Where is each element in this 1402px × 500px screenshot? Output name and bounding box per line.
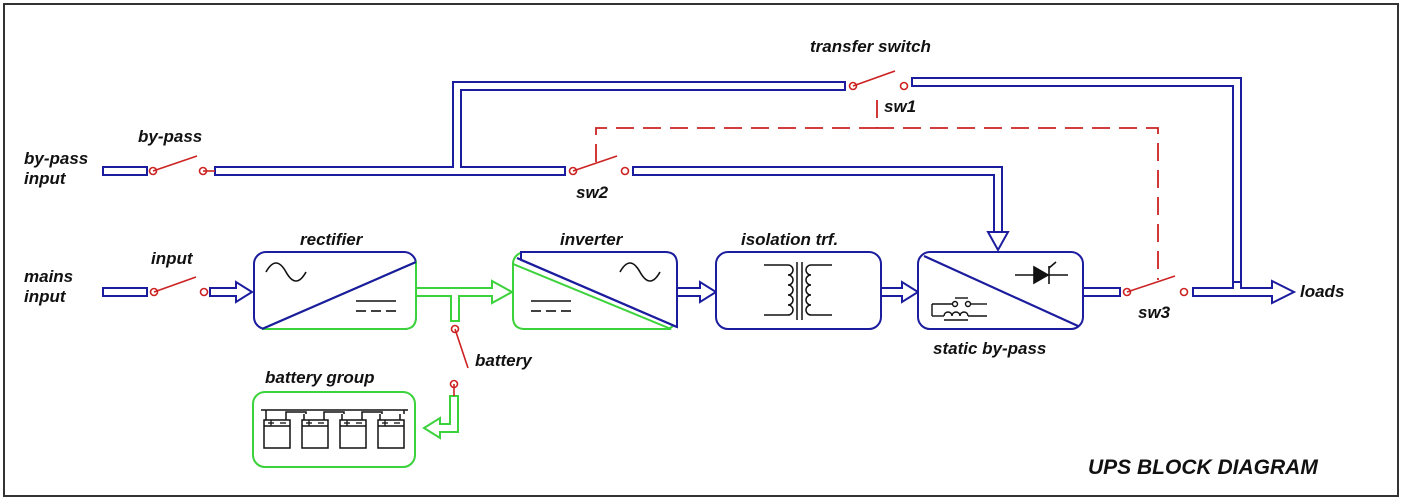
isolation-label: isolation trf.	[741, 230, 838, 249]
dc-symbol-icon	[356, 300, 396, 312]
static-switch-icon	[931, 297, 987, 321]
isolation-transformer-block[interactable]	[715, 251, 882, 330]
bypass-switch[interactable]	[148, 155, 216, 176]
bypass-input-label-line1: by-pass	[24, 149, 88, 168]
mains-input-conductor	[102, 287, 148, 297]
diagram-title: UPS BLOCK DIAGRAM	[1088, 456, 1318, 479]
bypass-input-conductor	[102, 166, 148, 176]
inverter-to-isolation	[676, 280, 718, 304]
dc-bus	[415, 279, 515, 440]
sw3-switch[interactable]	[1122, 275, 1189, 297]
battery-group-block[interactable]	[252, 391, 416, 468]
bypass-input-label-line2: input	[24, 169, 67, 188]
loads-label: loads	[1300, 282, 1344, 301]
dc-symbol-icon	[531, 300, 571, 312]
inverter-block[interactable]	[512, 251, 678, 330]
sw2-label: sw2	[576, 183, 609, 202]
rectifier-block[interactable]	[253, 251, 417, 331]
thyristor-icon	[1015, 261, 1068, 285]
static-bypass-label: static by-pass	[933, 339, 1046, 358]
bypass-switch-label: by-pass	[138, 127, 202, 146]
loads-arrow	[1192, 279, 1297, 305]
input-to-rectifier	[209, 280, 254, 304]
rectifier-label: rectifier	[300, 230, 364, 249]
static-bypass-block[interactable]	[917, 251, 1084, 330]
static-to-sw3	[1082, 287, 1121, 297]
input-switch-label: input	[151, 249, 194, 268]
static-input-arrow	[986, 231, 1010, 253]
control-link	[595, 100, 1159, 280]
sw1-label: sw1	[884, 97, 916, 116]
input-switch[interactable]	[149, 276, 209, 297]
rectifier-to-inverter	[415, 279, 515, 322]
sw2-to-static-line	[632, 166, 1003, 233]
transformer-icon	[764, 262, 832, 320]
mains-input-label: mains input	[24, 267, 78, 306]
battery-group-label: battery group	[265, 368, 375, 387]
sw1-switch[interactable]	[848, 70, 909, 91]
sine-icon	[619, 262, 661, 282]
battery-cells-icon	[261, 409, 408, 449]
inverter-label: inverter	[560, 230, 624, 249]
page-frame	[3, 3, 1399, 497]
sw3-label: sw3	[1138, 303, 1171, 322]
sw2-switch[interactable]	[568, 155, 630, 176]
bypass-line	[214, 81, 846, 176]
bypass-input-label: by-pass input	[24, 149, 93, 188]
mains-input-label-line2: input	[24, 287, 67, 306]
battery-switch[interactable]	[449, 324, 469, 397]
isolation-to-static	[880, 280, 920, 304]
battery-switch-label: battery	[475, 351, 533, 370]
transfer-switch-label: transfer switch	[810, 37, 931, 56]
mains-input-label-line1: mains	[24, 267, 73, 286]
battery-to-group	[422, 395, 459, 440]
sine-icon	[265, 262, 307, 282]
